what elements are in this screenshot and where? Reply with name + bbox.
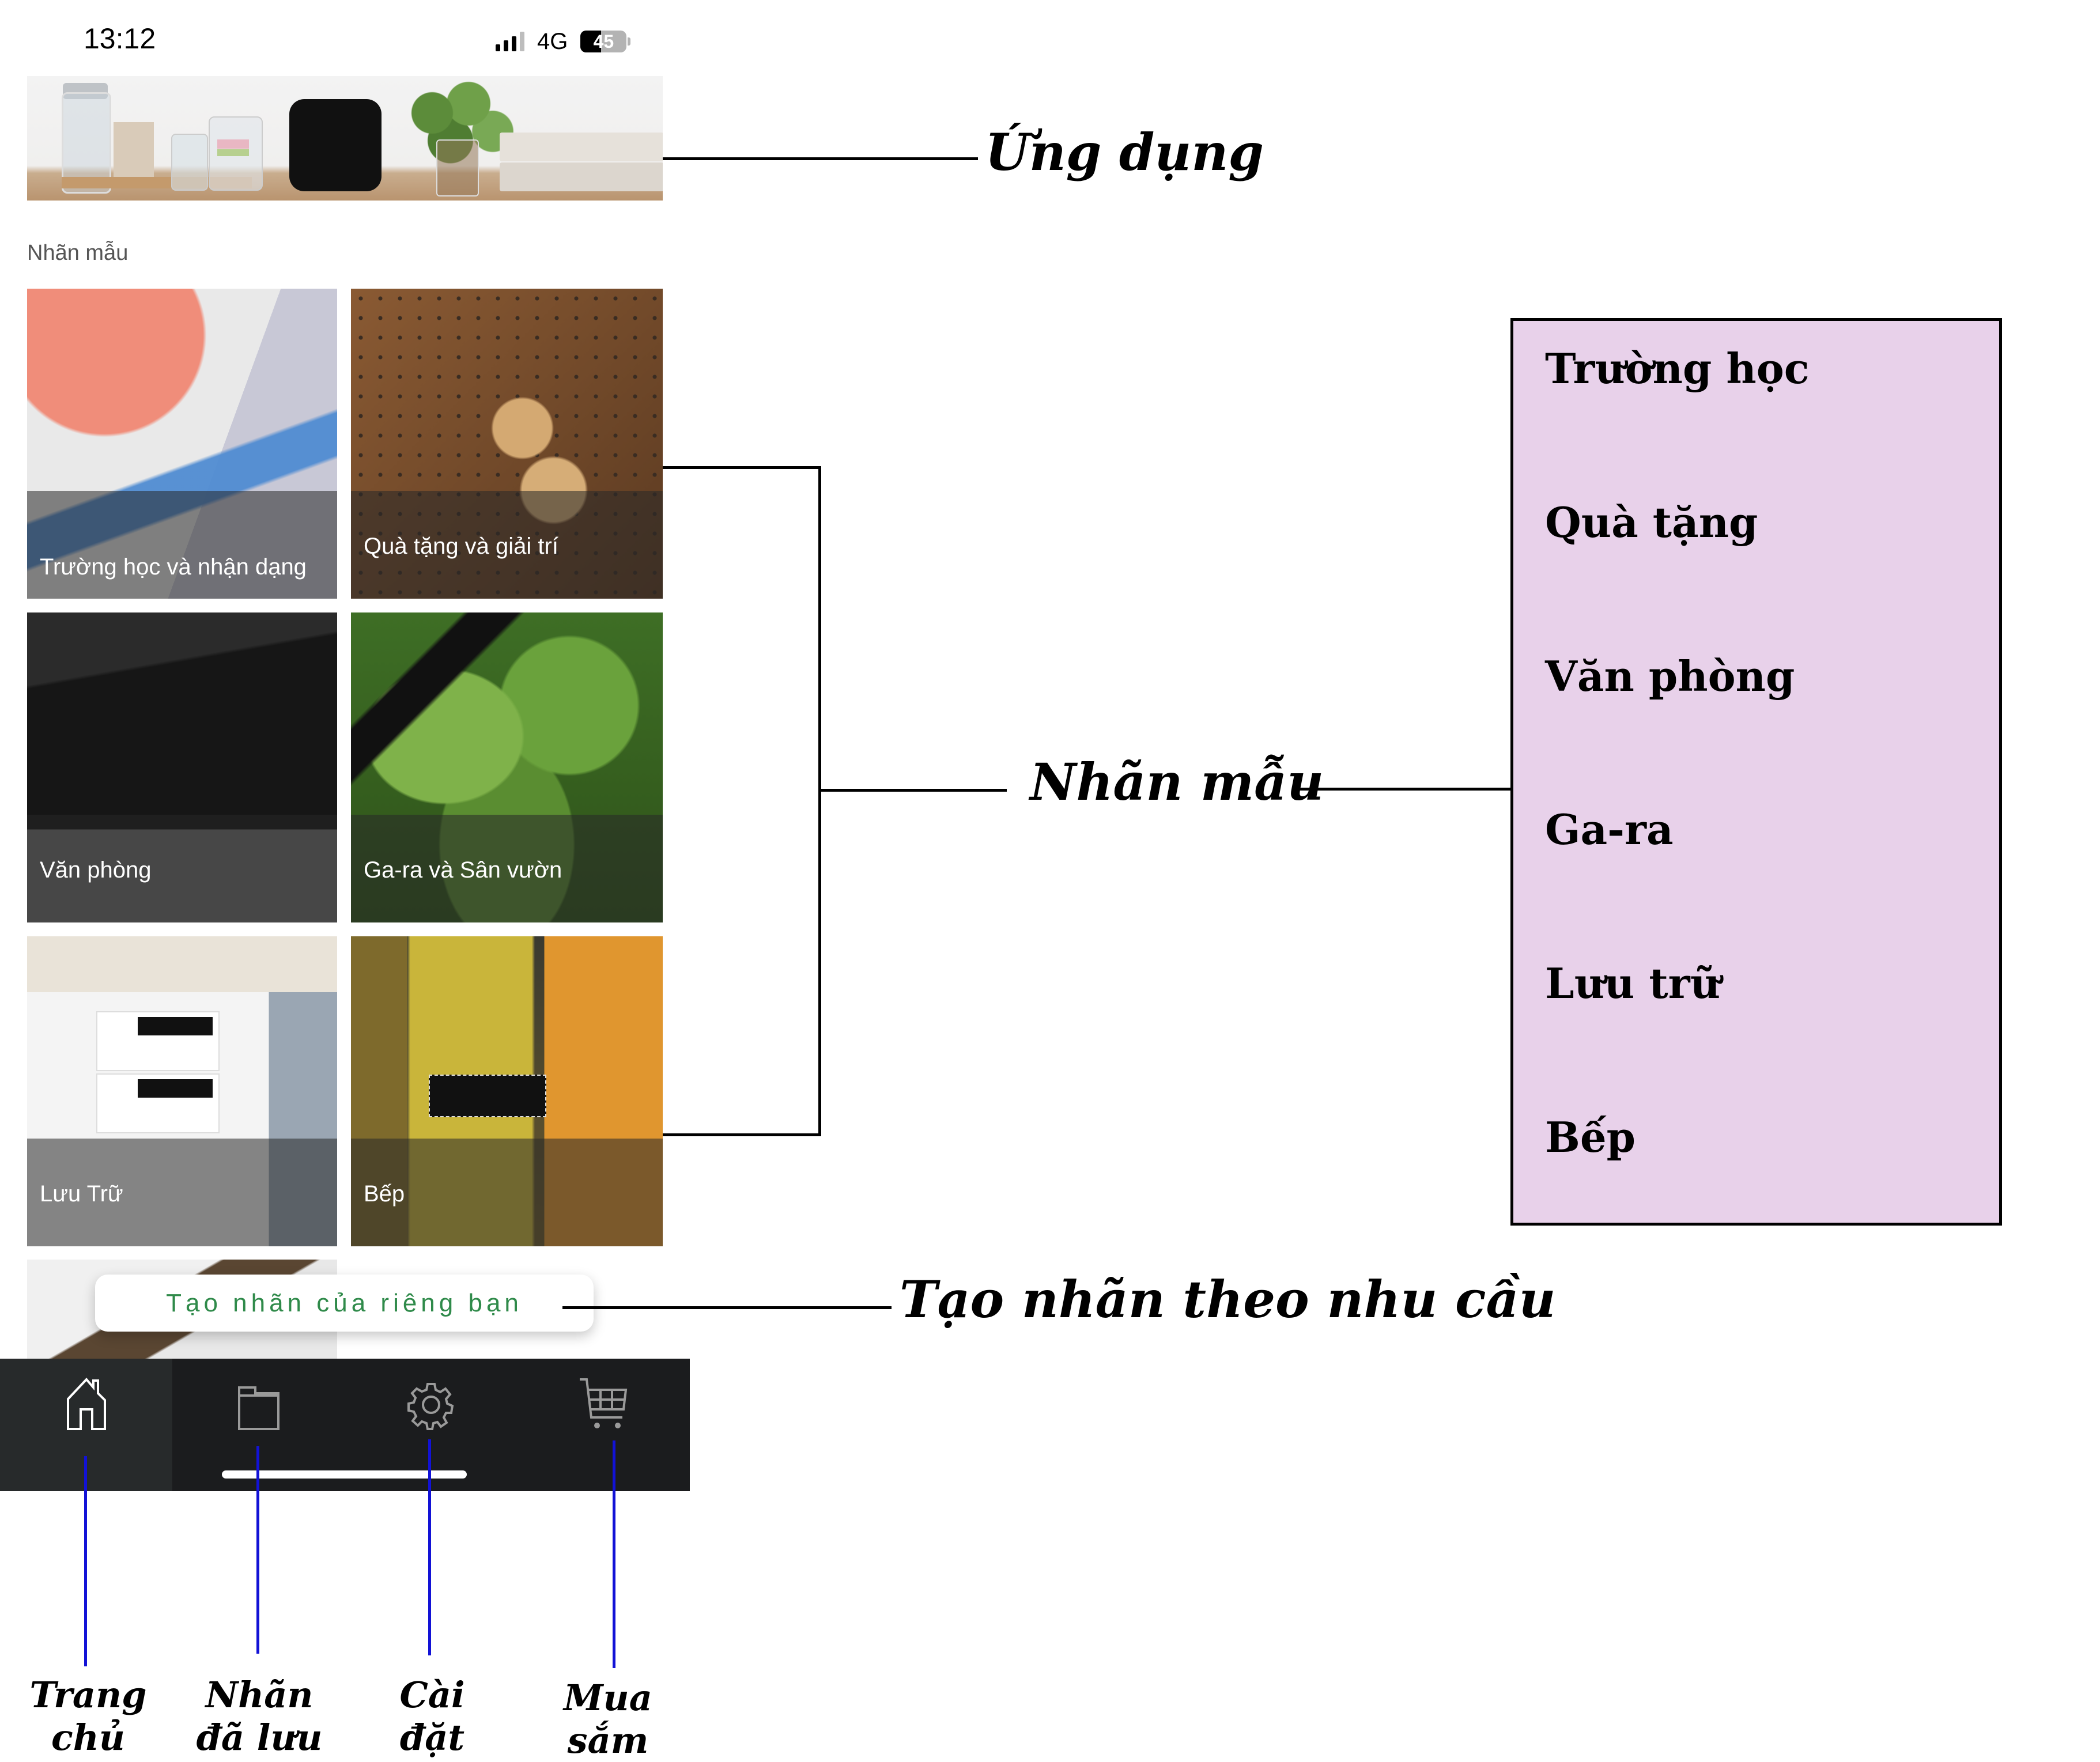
caption-line: đã lưu	[196, 1716, 323, 1759]
battery-level: 45	[593, 31, 614, 52]
banner-jar	[62, 92, 111, 194]
caption-line: đặt	[399, 1716, 465, 1759]
cart-icon	[579, 1378, 627, 1428]
annotation-line-nav-saved	[256, 1446, 259, 1654]
banner-jar-lid	[63, 83, 108, 99]
annotation-line-templates-right	[1294, 788, 1512, 791]
tile-caption-bar	[27, 815, 337, 922]
tile-label: Văn phòng	[40, 857, 152, 883]
category-item: Lưu trữ	[1545, 959, 1720, 1008]
nav-shop[interactable]	[517, 1359, 689, 1491]
banner-box	[114, 122, 154, 184]
section-title-templates: Nhãn mẫu	[27, 241, 129, 265]
tile-caption-bar	[351, 1139, 663, 1246]
create-custom-label-button[interactable]: Tạo nhãn của riêng bạn	[95, 1275, 594, 1332]
annotation-nav-settings: Cài đặt	[357, 1674, 507, 1759]
tile-kitchen[interactable]: Bếp	[351, 936, 663, 1246]
caption-line: Trang	[29, 1674, 147, 1716]
banner-jar	[209, 116, 263, 191]
annotation-nav-saved: Nhãn đã lưu	[184, 1674, 334, 1759]
annotation-nav-shop: Mua sắm	[533, 1677, 683, 1762]
signal-icon	[496, 32, 524, 51]
nav-saved-labels[interactable]	[172, 1359, 345, 1491]
annotation-line-templates-left	[821, 789, 1007, 792]
caption-line: Cài	[399, 1674, 465, 1716]
bottom-nav	[0, 1359, 690, 1491]
annotation-line-app	[663, 157, 978, 160]
caption-line: chủ	[51, 1716, 125, 1759]
annotation-line-custom	[562, 1306, 892, 1309]
tile-label: Lưu Trữ	[40, 1181, 123, 1207]
folder-icon	[237, 1386, 280, 1430]
banner-printer	[289, 99, 382, 191]
tile-label: Quà tặng và giải trí	[364, 534, 558, 559]
category-item: Bếp	[1545, 1113, 1636, 1162]
status-time: 13:12	[84, 22, 156, 55]
banner-jar	[171, 134, 208, 191]
tile-school[interactable]: Trường học và nhận dạng	[27, 289, 337, 599]
annotation-nav-home: Trang chủ	[13, 1674, 163, 1759]
category-item: Trường học	[1545, 344, 1810, 393]
network-type: 4G	[537, 28, 568, 54]
gear-icon	[407, 1383, 454, 1430]
annotation-line-nav-home	[84, 1456, 87, 1666]
caption-line: Mua	[564, 1677, 652, 1719]
home-indicator[interactable]	[222, 1470, 467, 1479]
tile-label: Trường học và nhận dạng	[40, 554, 307, 580]
tile-caption-bar	[27, 491, 337, 599]
annotation-app: Ứng dụng	[985, 122, 1264, 182]
banner-jar	[436, 139, 479, 196]
tile-caption-bar	[351, 815, 663, 922]
banner-tape	[217, 139, 249, 149]
category-item: Văn phòng	[1545, 652, 1795, 701]
tile-caption-bar	[27, 1139, 337, 1246]
tile-storage-tag	[96, 1011, 220, 1071]
tile-storage[interactable]: Lưu Trữ	[27, 936, 337, 1246]
nav-settings[interactable]	[345, 1359, 517, 1491]
annotation-bracket-top	[663, 466, 821, 469]
category-item: Ga-ra	[1545, 805, 1674, 854]
tile-gift[interactable]: Quà tặng và giải trí	[351, 289, 663, 599]
tile-label: Bếp	[364, 1181, 405, 1207]
annotation-line-nav-shop	[613, 1440, 615, 1668]
annotation-bracket-bottom	[663, 1133, 821, 1136]
status-indicators: 4G 45	[496, 25, 631, 58]
annotation-templates: Nhãn mẫu	[1030, 752, 1324, 812]
annotation-custom: Tạo nhãn theo nhu cầu	[900, 1269, 1556, 1329]
annotation-line-nav-settings	[428, 1439, 431, 1655]
caption-line: sắm	[567, 1719, 649, 1761]
tile-garden[interactable]: Ga-ra và Sân vườn	[351, 612, 663, 922]
annotation-bracket-vertical	[818, 466, 821, 1136]
tile-storage-tag	[96, 1073, 220, 1133]
category-list-box: Trường học Quà tặng Văn phòng Ga-ra Lưu …	[1510, 318, 2002, 1226]
battery-icon: 45	[580, 31, 627, 52]
battery-tip	[628, 37, 631, 46]
tile-office[interactable]: Văn phòng	[27, 612, 337, 922]
banner-binder	[500, 162, 663, 191]
tile-kitchen-bottle-label	[429, 1075, 546, 1117]
banner-binder	[500, 133, 663, 161]
app-banner[interactable]	[27, 76, 663, 201]
tile-caption-bar	[351, 491, 663, 599]
tile-label: Ga-ra và Sân vườn	[364, 857, 562, 883]
category-item: Quà tặng	[1545, 498, 1758, 547]
caption-line: Nhãn	[205, 1674, 314, 1716]
home-icon	[66, 1378, 106, 1430]
banner-tape	[217, 149, 249, 156]
